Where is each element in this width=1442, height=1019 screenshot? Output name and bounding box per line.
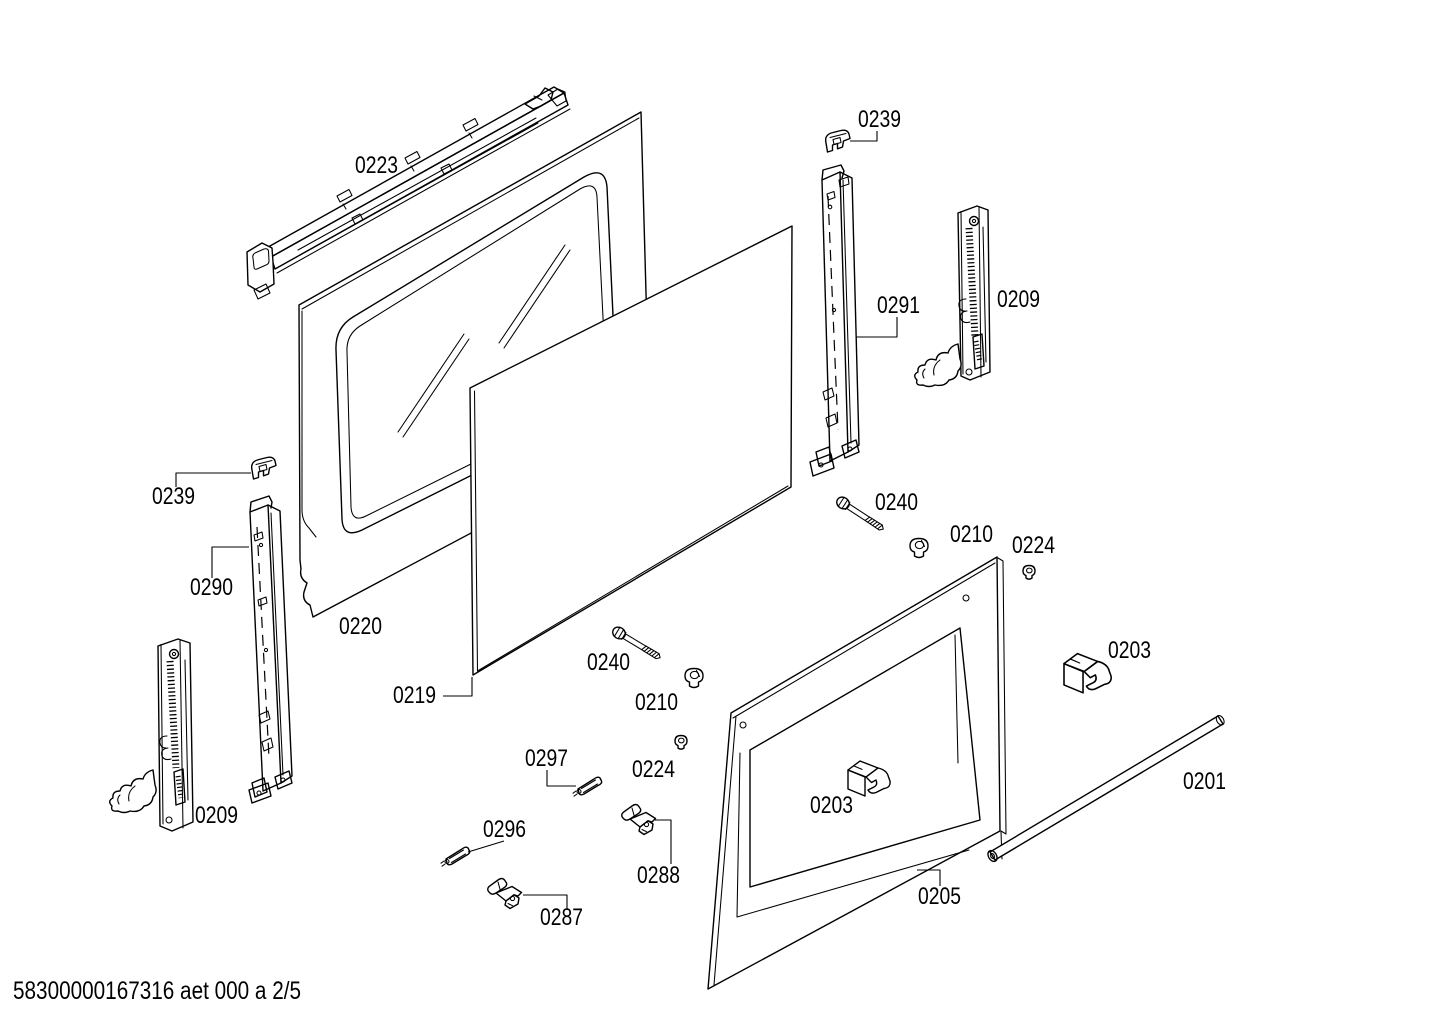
part-0209-hinge-right	[914, 205, 991, 388]
part-0209-hinge-left	[109, 638, 194, 832]
part-0224-washer-mid	[674, 734, 688, 750]
part-0203-holder-right	[1063, 652, 1112, 694]
part-0290-bracket-rail-left	[248, 495, 293, 804]
part-0201-door-handle	[987, 714, 1225, 863]
part-label-0239-right: 0239	[858, 106, 901, 133]
part-label-0291: 0291	[877, 292, 920, 319]
part-label-0201: 0201	[1183, 768, 1226, 795]
part-labels: 0223 0239 0291 0209 0239 0290 0209 0220 …	[152, 106, 1226, 931]
part-0224-washer-top	[1022, 564, 1036, 580]
part-label-0240-top: 0240	[875, 489, 918, 516]
part-0219-inner-glass-pane	[469, 225, 793, 676]
part-label-0210-mid: 0210	[635, 689, 678, 716]
part-label-0203-right: 0203	[1108, 637, 1151, 664]
part-label-0240-mid: 0240	[587, 649, 630, 676]
part-label-0205: 0205	[918, 883, 961, 910]
part-label-0224-top: 0224	[1012, 532, 1055, 559]
part-label-0239-left: 0239	[152, 483, 195, 510]
part-label-0220: 0220	[339, 613, 382, 640]
part-0297-clip	[572, 776, 603, 797]
part-label-0290: 0290	[190, 574, 233, 601]
part-0296-clip	[440, 846, 471, 867]
part-0288-clip	[621, 803, 657, 836]
part-label-0288: 0288	[637, 862, 680, 889]
part-label-0209-right: 0209	[997, 286, 1040, 313]
part-0210-nut-top	[909, 537, 929, 559]
part-0239-clip-left	[250, 456, 277, 480]
part-label-0219: 0219	[393, 682, 436, 709]
part-0239-clip-right	[824, 129, 851, 153]
part-label-0223: 0223	[355, 152, 398, 179]
footer-document-code: 58300000167316 aet 000 a 2/5	[13, 977, 301, 1005]
part-label-0287: 0287	[540, 904, 583, 931]
part-label-0296: 0296	[483, 816, 526, 843]
part-label-0203-center: 0203	[810, 792, 853, 819]
part-0287-clip	[487, 877, 523, 910]
part-label-0297: 0297	[525, 745, 568, 772]
part-0291-bracket-rail-right	[809, 164, 860, 477]
part-0223-top-trim-rail	[246, 86, 571, 300]
leader-lines	[175, 131, 941, 910]
part-label-0210-top: 0210	[950, 521, 993, 548]
part-label-0209-left: 0209	[195, 802, 238, 829]
part-label-0224-mid: 0224	[632, 756, 675, 783]
part-0210-nut-mid	[684, 667, 704, 689]
